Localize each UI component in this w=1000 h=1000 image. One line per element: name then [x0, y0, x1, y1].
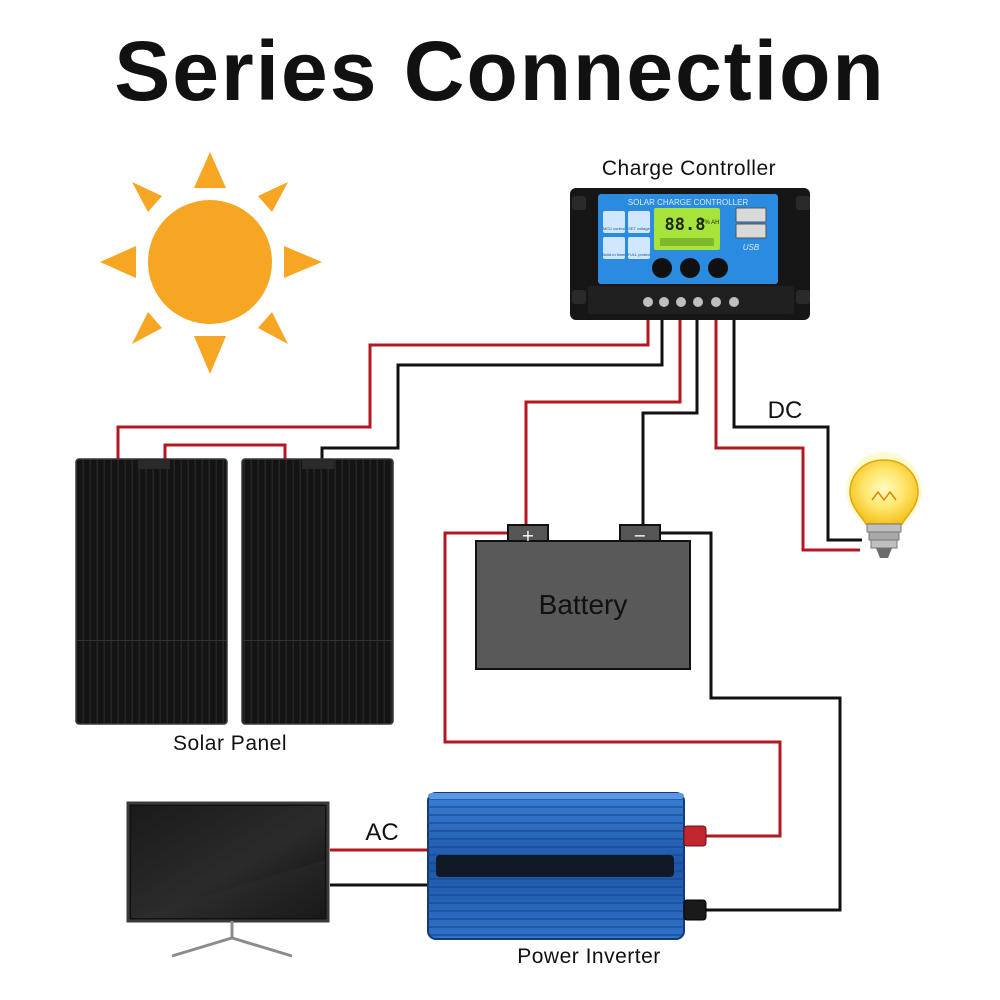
ac-label: AC [365, 819, 398, 846]
inverter-positive-terminal [683, 825, 707, 847]
solar-panel-right [241, 458, 394, 725]
controller-icon-label-4: FULL protect [628, 252, 652, 257]
battery-positive-terminal: + [521, 526, 534, 545]
panel-positive-wire [116, 310, 650, 460]
controller-mode-icons [603, 211, 650, 259]
controller-header-text: SOLAR CHARGE CONTROLLER [628, 198, 749, 207]
controller-button-middle [680, 258, 700, 278]
battery-negative-terminal: − [633, 526, 646, 545]
battery-positive-wire [524, 310, 682, 527]
panel-negative-wire [320, 310, 664, 460]
battery-label: Battery [539, 589, 628, 620]
panel-series-jumper-wire [163, 443, 287, 460]
inverter-positive-wire [443, 531, 782, 838]
battery-negative-wire [641, 310, 699, 527]
controller-lcd-value: 88.8 [665, 215, 706, 235]
tv-monitor [126, 801, 330, 958]
charge-controller: SOLAR CHARGE CONTROLLER MCU control SET … [570, 188, 810, 320]
solar-panel-label: Solar Panel [173, 732, 287, 755]
usb-port-icon [735, 223, 767, 239]
solar-panel-left [75, 458, 228, 725]
controller-button-left [652, 258, 672, 278]
wiring [116, 310, 862, 912]
load-negative-wire [732, 310, 862, 542]
dc-label: DC [768, 397, 803, 424]
power-inverter [427, 792, 707, 940]
controller-button-right [708, 258, 728, 278]
light-bulb-icon [846, 452, 922, 558]
battery [475, 524, 691, 670]
power-inverter-label: Power Inverter [517, 945, 661, 968]
controller-usb-label: USB [743, 243, 760, 252]
page-title: Series Connection [114, 24, 886, 118]
controller-icon-label-2: SET voltage [628, 226, 650, 231]
charge-controller-label: Charge Controller [602, 157, 776, 180]
load-positive-wire [714, 310, 860, 552]
usb-port-icon [735, 207, 767, 223]
controller-icon-label-1: MCU control [603, 226, 625, 231]
controller-terminals [588, 286, 794, 314]
inverter-negative-terminal [683, 899, 707, 921]
inverter-negative-wire [660, 531, 842, 912]
sun-icon [100, 152, 322, 374]
controller-icon-label-3: Build-in timer [602, 252, 626, 257]
controller-lcd-units: V% AH [700, 220, 719, 226]
